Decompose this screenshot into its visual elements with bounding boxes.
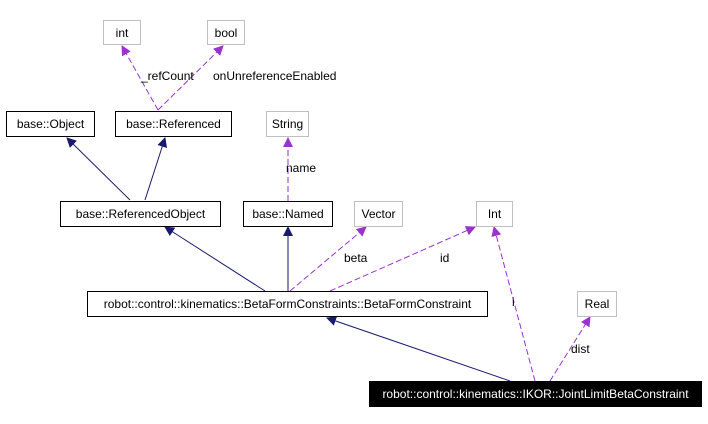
- node-base-object[interactable]: base::Object: [6, 111, 95, 137]
- node-int-cap[interactable]: Int: [476, 201, 513, 227]
- edge-referenced-to-int: [121, 45, 159, 111]
- edge-label-name: name: [286, 161, 317, 175]
- edge-referencedobject-to-object: [66, 137, 131, 201]
- edge-label-id: id: [440, 251, 450, 265]
- node-vector[interactable]: Vector: [354, 201, 403, 227]
- edge-referenced-to-bool: [157, 45, 224, 111]
- edge-label-ref-count: _refCount: [141, 69, 194, 83]
- edge-label-i: i: [512, 295, 515, 309]
- edge-referencedobject-to-referenced: [144, 137, 167, 201]
- edge-label-dist: dist: [571, 342, 590, 356]
- edge-label-beta: beta: [344, 251, 368, 265]
- node-base-referenced[interactable]: base::Referenced: [115, 111, 232, 137]
- node-base-named[interactable]: base::Named: [243, 201, 333, 227]
- node-string[interactable]: String: [266, 111, 309, 137]
- edge-betaform-to-vector: [289, 226, 367, 292]
- node-beta-form-constraint[interactable]: robot::control::kinematics::BetaFormCons…: [87, 291, 488, 317]
- node-int[interactable]: int: [103, 20, 141, 45]
- node-real[interactable]: Real: [577, 291, 617, 317]
- edge-jointlimit-to-real: [549, 316, 591, 382]
- node-base-referenced-object[interactable]: base::ReferencedObject: [60, 201, 221, 227]
- edge-label-on-unreference-enabled: onUnreferenceEnabled: [213, 69, 337, 83]
- node-bool[interactable]: bool: [207, 20, 245, 45]
- node-joint-limit-beta-constraint[interactable]: robot::control::kinematics::IKOR::JointL…: [369, 381, 702, 407]
- edge-betaform-to-referencedobject: [164, 226, 266, 292]
- edge-jointlimit-to-betaform: [326, 316, 511, 382]
